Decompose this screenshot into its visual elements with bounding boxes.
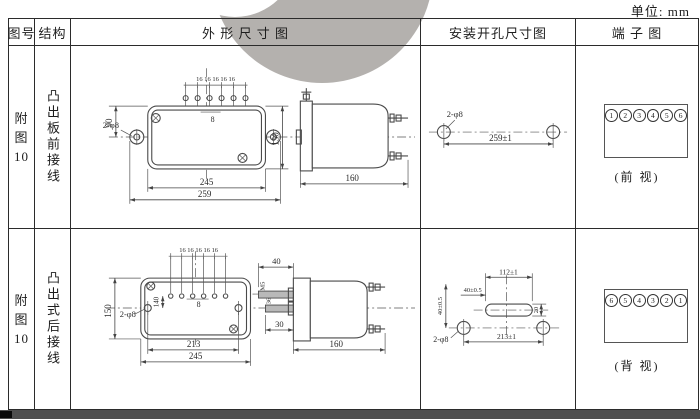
label-2-phi8: 2-φ8 xyxy=(120,309,136,319)
terminal-3: 3 xyxy=(632,109,646,122)
header-figure-no: 图号 xyxy=(8,19,35,46)
structure-row1: 凸出板前接线 xyxy=(35,46,71,229)
dim-245: 245 xyxy=(200,176,214,186)
drawing-sheet-table: 图号 结构 外 形 尺 寸 图 安装开孔尺寸图 端 子 图 附 图 10 凸出板… xyxy=(8,18,699,410)
dim-213: 213 xyxy=(187,339,201,349)
terminal-2: 2 xyxy=(618,109,632,122)
dim-259: 259 xyxy=(198,188,212,198)
terminal-4: 4 xyxy=(632,294,646,307)
dim-30: 30 xyxy=(275,319,283,329)
terminal-6: 6 xyxy=(605,294,618,307)
terminal-3: 3 xyxy=(646,294,660,307)
header-structure: 结构 xyxy=(35,19,71,46)
dim-offset-8: 8 xyxy=(197,300,201,309)
terminal-diagram-row1: 1 2 3 4 5 6 (前 视) xyxy=(576,46,698,229)
terminal-diagram-row2: 6 5 4 3 2 1 (背 视) xyxy=(576,229,698,409)
terminal-box-front-view: 1 2 3 4 5 6 xyxy=(604,104,688,158)
terminal-5: 5 xyxy=(618,294,632,307)
terminal-1: 1 xyxy=(674,294,687,307)
header-outline-dims: 外 形 尺 寸 图 xyxy=(71,19,421,46)
header-mounting-holes: 安装开孔尺寸图 xyxy=(421,19,576,46)
page-bottom-bar xyxy=(0,410,700,419)
label-2-phi8: 2-φ8 xyxy=(447,109,463,119)
front-wiring-mounting-drawing: 259±1 2-φ8 xyxy=(428,109,568,148)
dim-90: 90 xyxy=(104,118,114,127)
dim-112-1: 112±1 xyxy=(499,267,518,276)
structure-row2: 凸出式后接线 xyxy=(35,229,71,409)
outline-drawing-row1: 16 16 16 16 16 8 90 150 245 259 2-φ8 xyxy=(71,46,421,229)
dim-160: 160 xyxy=(330,339,344,349)
dim-213-1: 213±1 xyxy=(497,332,516,341)
caption-back-view: (背 视) xyxy=(614,359,660,373)
mounting-drawing-row2: 112±1 40±0.5 40±0.5 20 213±1 2-φ8 xyxy=(421,229,576,409)
caption-front-view: (前 视) xyxy=(614,170,660,184)
dim-36: 36 xyxy=(265,297,272,304)
terminal-1: 1 xyxy=(605,109,618,122)
dim-pitch-16: 16 16 16 16 16 xyxy=(179,247,219,254)
dim-140: 140 xyxy=(153,296,161,307)
page-bottom-bar-black-segment xyxy=(0,411,12,418)
dim-pitch-16: 16 16 16 16 16 xyxy=(196,76,236,83)
rear-wiring-outline-drawing: 16 16 16 16 16 140 8 150 2-φ8 213 245 xyxy=(103,247,416,366)
figure-no-row1: 附 图 10 xyxy=(9,46,35,229)
watermark-circle xyxy=(192,0,430,83)
terminal-2: 2 xyxy=(660,294,674,307)
dim-40-05-h: 40±0.5 xyxy=(464,287,482,294)
dim-160: 160 xyxy=(345,172,359,182)
label-2-phi8: 2-φ8 xyxy=(433,335,448,344)
terminal-5: 5 xyxy=(660,109,674,122)
terminal-box-back-view: 6 5 4 3 2 1 xyxy=(604,289,688,343)
dim-259-1: 259±1 xyxy=(489,132,512,142)
dim-150: 150 xyxy=(270,131,280,145)
dim-20: 20 xyxy=(533,307,540,313)
mounting-drawing-row1: 259±1 2-φ8 xyxy=(421,46,576,229)
dim-150: 150 xyxy=(103,304,113,318)
terminal-6: 6 xyxy=(674,109,687,122)
dim-40: 40 xyxy=(272,256,280,266)
unit-label: 单位: mm xyxy=(630,4,690,19)
label-2-phi8: 2-φ8 xyxy=(103,120,119,130)
dim-245: 245 xyxy=(189,351,203,361)
label-thread-M5: M5 xyxy=(259,282,266,291)
figure-no-row2: 附 图 10 xyxy=(9,229,35,409)
outline-drawing-row2: 16 16 16 16 16 140 8 150 2-φ8 213 245 xyxy=(71,229,421,409)
dim-40-05-v: 40±0.5 xyxy=(437,297,444,315)
rear-wiring-mounting-drawing: 112±1 40±0.5 40±0.5 20 213±1 2-φ8 xyxy=(433,267,561,346)
terminal-4: 4 xyxy=(646,109,660,122)
dim-offset-8: 8 xyxy=(211,115,215,124)
header-terminal-diagram: 端 子 图 xyxy=(576,19,698,46)
front-wiring-outline-drawing: 16 16 16 16 16 8 90 150 245 259 2-φ8 xyxy=(103,67,416,204)
